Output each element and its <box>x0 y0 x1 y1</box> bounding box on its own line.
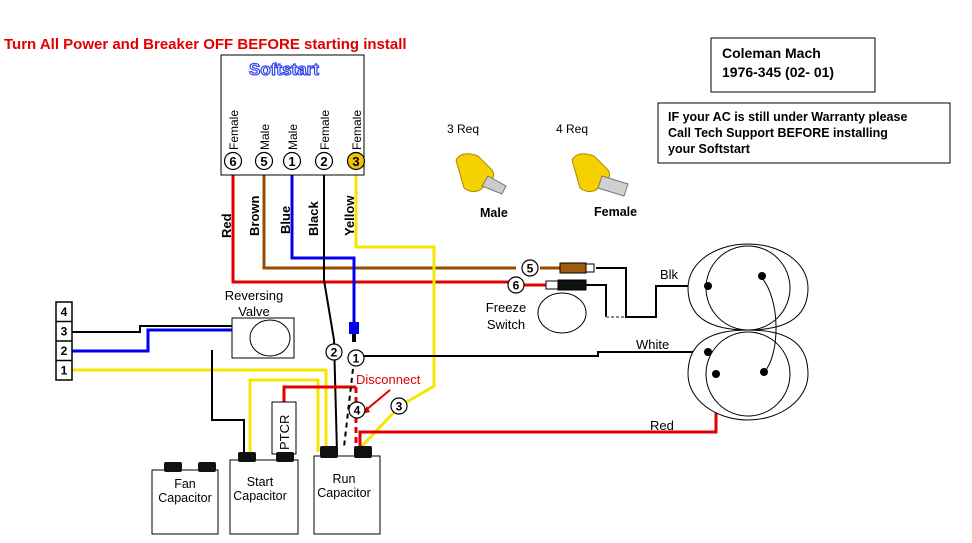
terminal-circle <box>282 151 302 171</box>
warranty-notice: IF your AC is still under Warranty pleas… <box>657 102 951 164</box>
terminal-number: 6 <box>229 154 236 169</box>
wire-label-red: Red <box>219 213 234 238</box>
softstart-terminal-3: Female 3 <box>346 110 366 171</box>
ptcr-label: PTCR <box>277 415 292 450</box>
fan-capacitor-label2: Capacitor <box>158 491 212 505</box>
notice-line3: your Softstart <box>668 142 751 156</box>
label-blk: Blk <box>660 267 679 282</box>
terminal-gender: Male <box>258 124 272 150</box>
wire-red-6 <box>231 172 516 284</box>
terminal-strip: 4 3 2 1 <box>55 301 73 381</box>
fan-capacitor-label1: Fan <box>174 477 196 491</box>
callout-number: 4 <box>354 404 361 418</box>
female-req: 4 Req <box>556 122 588 136</box>
run-capacitor-label2: Capacitor <box>317 486 371 500</box>
male-connector-icon: Male <box>455 153 508 220</box>
wire-label-black: Black <box>306 201 321 236</box>
wire-black-blk <box>596 267 706 318</box>
inline-connector-black <box>557 279 587 291</box>
strip-terminal-3: 3 <box>61 325 68 339</box>
model-box: Coleman Mach 1976-345 (02- 01) <box>710 37 876 93</box>
start-capacitor-label1: Start <box>247 475 274 489</box>
softstart-terminal-5: Male 5 <box>254 124 274 171</box>
reversing-valve-label2: Valve <box>238 304 270 319</box>
wire-label-yellow: Yellow <box>342 195 357 236</box>
callout-5: 5 <box>521 259 539 277</box>
strip-terminal-2: 2 <box>61 344 68 358</box>
wire-yellow-start <box>248 378 320 452</box>
run-capacitor: Run Capacitor <box>313 446 381 535</box>
strip-terminal-1: 1 <box>61 364 68 378</box>
terminal-gender: Female <box>350 110 364 150</box>
callout-4: 4 <box>348 401 366 419</box>
wire-label-blue: Blue <box>278 206 293 234</box>
wire-brown-5 <box>262 172 516 270</box>
callout-number: 2 <box>331 346 338 360</box>
label-disconnect: Disconnect <box>356 372 421 387</box>
softstart-terminal-1: Male 1 <box>282 124 302 171</box>
softstart-module: Softstart Female6Male5Male1Female2Female… <box>220 54 366 176</box>
terminal-number: 5 <box>260 154 267 169</box>
start-capacitor-label2: Capacitor <box>233 489 287 503</box>
ptcr: PTCR <box>271 401 297 455</box>
freeze-switch-label1: Freeze <box>486 300 526 315</box>
wire-blue-strip2 <box>72 328 232 353</box>
notice-line2: Call Tech Support BEFORE installing <box>668 126 888 140</box>
fan-capacitor: Fan Capacitor <box>151 462 219 535</box>
model-line1: Coleman Mach <box>722 45 821 61</box>
wire-black-2 <box>323 172 338 453</box>
male-req: 3 Req <box>447 122 479 136</box>
terminal-number: 3 <box>352 154 359 169</box>
label-white: White <box>636 337 669 352</box>
wire-black-strip3 <box>72 325 232 333</box>
callout-6: 6 <box>507 276 525 294</box>
terminal-circle <box>314 151 334 171</box>
freeze-switch: Freeze Switch <box>486 292 587 334</box>
label-red: Red <box>650 418 674 433</box>
terminal-circle <box>223 151 243 171</box>
terminal-gender: Female <box>318 110 332 150</box>
softstart-terminal-2: Female 2 <box>314 110 334 171</box>
callout-number: 1 <box>353 352 360 366</box>
reversing-valve: Reversing Valve <box>225 288 295 359</box>
terminal-gender: Male <box>286 124 300 150</box>
wire-label-brown: Brown <box>247 196 262 237</box>
inline-connector-brown <box>559 262 587 274</box>
callout-number: 6 <box>513 279 520 293</box>
connector-requirements: 3 Req 4 Req <box>447 122 588 136</box>
callout-2: 2 <box>325 343 343 361</box>
wire-black-freeze <box>584 284 607 317</box>
start-capacitor: Start Capacitor <box>229 452 299 535</box>
female-connector-icon: Female <box>571 153 637 219</box>
terminal-number: 1 <box>288 154 295 169</box>
softstart-terminal-6: Female 6 <box>223 110 243 171</box>
callout-1: 1 <box>347 349 365 367</box>
callout-number: 5 <box>527 262 534 276</box>
terminal-circle <box>254 151 274 171</box>
strip-terminal-4: 4 <box>61 305 68 319</box>
run-capacitor-label1: Run <box>333 472 356 486</box>
callout-number: 3 <box>396 400 403 414</box>
reversing-valve-label1: Reversing <box>225 288 284 303</box>
terminal-circle <box>346 151 366 171</box>
wire-white <box>362 351 706 357</box>
male-label: Male <box>480 206 508 220</box>
disconnect-arrow <box>365 389 391 411</box>
wire-black-rv <box>211 350 245 452</box>
warning-title: Turn All Power and Breaker OFF BEFORE st… <box>4 36 407 53</box>
female-label: Female <box>594 205 637 219</box>
model-line2: 1976-345 (02- 01) <box>722 64 834 80</box>
notice-line1: IF your AC is still under Warranty pleas… <box>668 110 907 124</box>
freeze-switch-label2: Switch <box>487 317 525 332</box>
callout-3: 3 <box>390 397 408 415</box>
compressor <box>687 243 809 421</box>
wire-yellow-strip1 <box>72 368 328 452</box>
softstart-title: Softstart <box>249 60 319 79</box>
terminal-gender: Female <box>227 110 241 150</box>
terminal-number: 2 <box>320 154 327 169</box>
